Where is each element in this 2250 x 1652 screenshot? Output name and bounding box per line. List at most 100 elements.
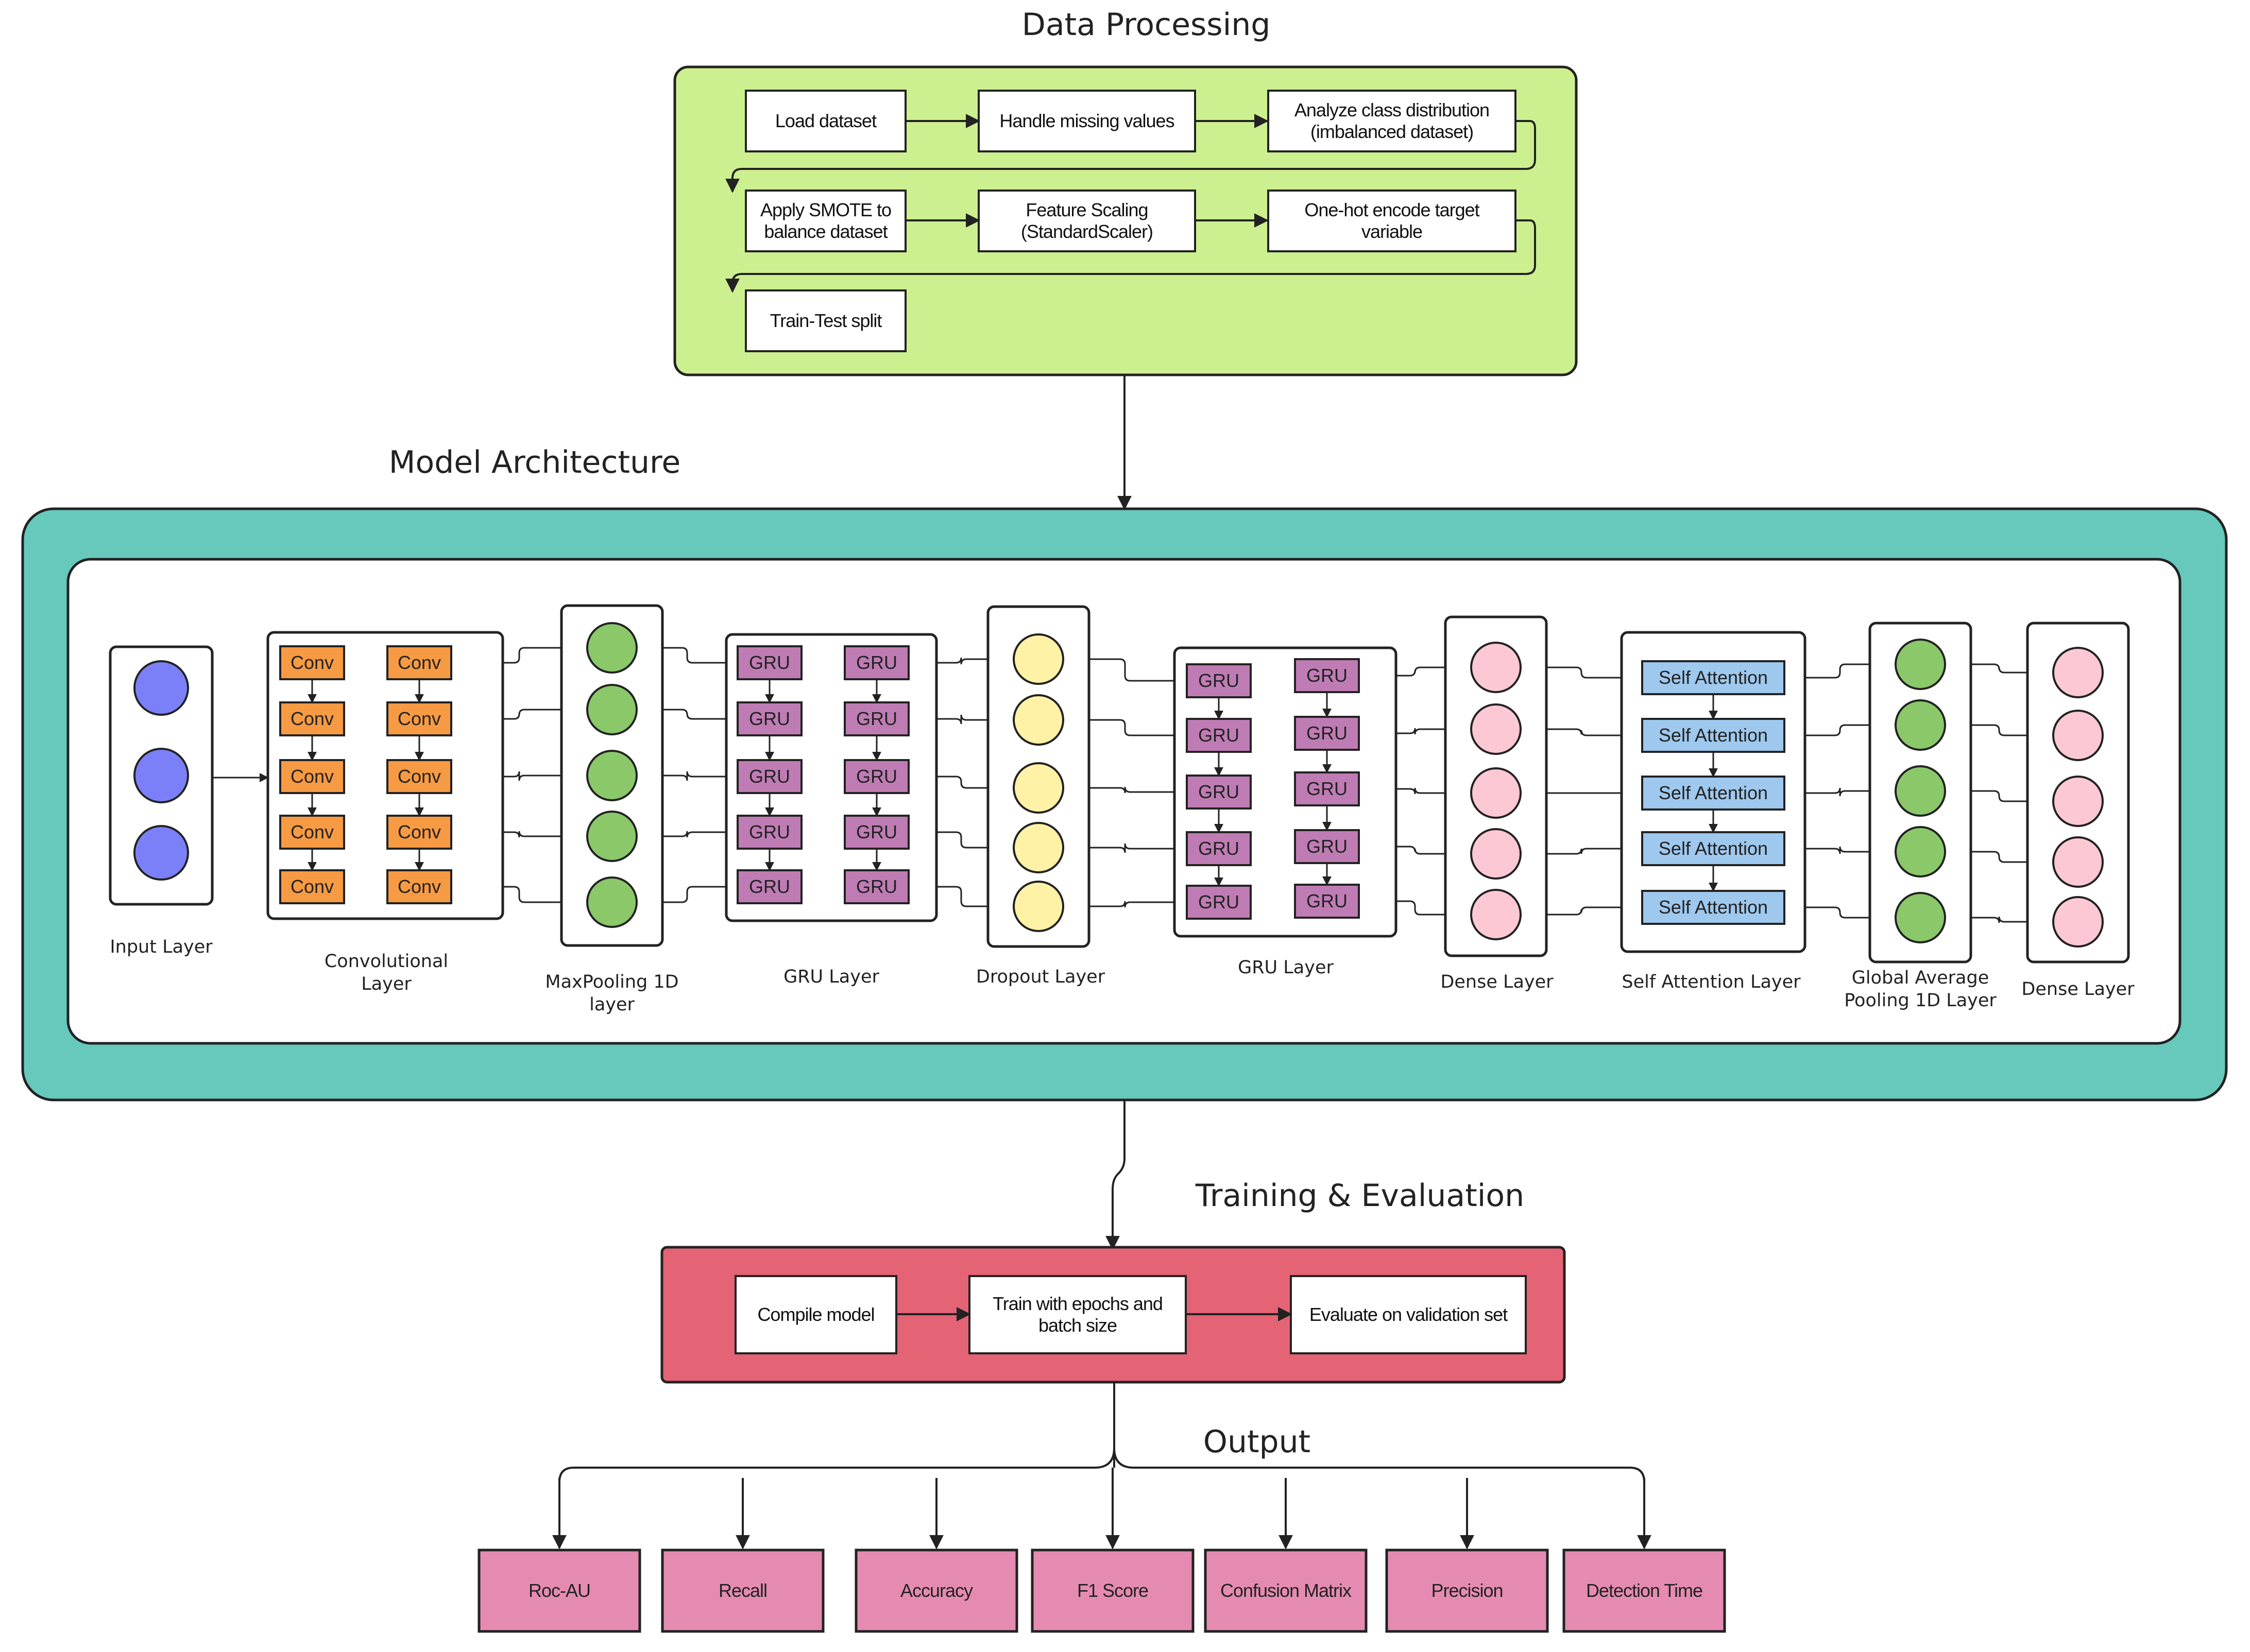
data-step-label: variable — [1361, 221, 1422, 242]
layer-connector — [637, 709, 738, 720]
layers: ConvConvConvConvConvConvConvConvConvConv… — [109, 604, 2130, 963]
dense-node — [2052, 776, 2104, 827]
layer-label-conv: Layer — [361, 974, 412, 994]
dense-node — [2052, 836, 2104, 888]
output-branch-left — [558, 1448, 1115, 1483]
layer-connector — [1521, 906, 1642, 916]
gru-node-label: GRU — [1198, 670, 1239, 691]
output-title: Output — [1203, 1424, 1310, 1460]
conv-node — [386, 701, 452, 736]
gru-node — [1186, 663, 1252, 698]
conv-node — [279, 759, 345, 794]
attention-node — [1641, 831, 1785, 866]
model-architecture-title: Model Architecture — [389, 444, 681, 480]
data-step-label: Analyze class distribution — [1294, 99, 1489, 121]
conv-node — [279, 645, 345, 680]
maxpool-node — [586, 684, 638, 735]
layer-connector — [1784, 787, 1896, 797]
layer-connector — [1063, 658, 1187, 682]
gru-node-label: GRU — [1306, 665, 1348, 686]
layer-label-dense1: Dense Layer — [1440, 972, 1554, 992]
data-step-label: (imbalanced dataset) — [1310, 121, 1473, 142]
layer-connector — [1945, 916, 2053, 923]
gru-node-label: GRU — [1198, 781, 1239, 802]
dense-node — [1470, 642, 1522, 693]
data-step-label: One-hot encode target — [1304, 199, 1479, 220]
input-node — [133, 660, 189, 716]
data-step-label: Apply SMOTE to — [760, 199, 891, 220]
attention-node-label: Self Attention — [1659, 897, 1768, 918]
dense-node — [1470, 767, 1522, 819]
layer-connector — [451, 647, 587, 664]
layer-connector — [909, 657, 1014, 665]
layer-connector — [1063, 901, 1187, 908]
layer-label-conv: Convolutional — [325, 951, 448, 972]
conv-node-label: Conv — [291, 652, 334, 673]
data-step-label: (StandardScaler) — [1021, 221, 1153, 242]
gru-node — [737, 815, 803, 850]
gru-node — [1186, 775, 1252, 810]
conv-node-label: Conv — [398, 876, 441, 897]
gru-node — [1294, 884, 1360, 919]
output-label: Roc-AU — [529, 1580, 590, 1601]
gru-node-label: GRU — [1198, 838, 1239, 859]
gru-node — [1294, 658, 1360, 693]
gru-node — [844, 759, 910, 794]
layer-connector — [1945, 663, 2053, 674]
gru-node — [844, 701, 910, 736]
conv-node-label: Conv — [291, 821, 334, 842]
output-label: Recall — [719, 1580, 767, 1601]
gru-node — [737, 759, 803, 794]
conv-node-label: Conv — [398, 652, 441, 673]
output-box — [855, 1548, 1018, 1633]
layer-connector — [1945, 790, 2053, 802]
conv-node-label: Conv — [291, 876, 334, 897]
gru-node-label: GRU — [1198, 725, 1239, 746]
data-step-label: Handle missing values — [999, 110, 1174, 131]
data-step-box — [745, 90, 907, 152]
gru-node-label: GRU — [749, 876, 790, 897]
dense-node — [2052, 647, 2104, 698]
gru-node-label: GRU — [1306, 836, 1348, 857]
layer-label-gap: Pooling 1D Layer — [1844, 990, 1997, 1011]
layer-label-input: Input Layer — [110, 937, 213, 957]
layer-connector — [1063, 719, 1187, 736]
conv-node-label: Conv — [291, 766, 334, 787]
layer-label-gru2: GRU Layer — [1238, 957, 1334, 978]
gap-node — [1895, 765, 1946, 817]
training-evaluation-title: Training & Evaluation — [1195, 1178, 1524, 1214]
gap-node — [1895, 699, 1946, 751]
output-box — [1562, 1548, 1726, 1633]
training-step-label: Compile model — [757, 1304, 874, 1325]
gru-node-label: GRU — [856, 652, 897, 673]
attention-node — [1641, 890, 1785, 925]
layer-connector — [1359, 666, 1471, 677]
layer-connector — [637, 647, 738, 664]
layer-label-gru1: GRU Layer — [783, 967, 879, 987]
layer-connector — [451, 709, 587, 720]
layer-connector — [1521, 666, 1642, 679]
layer-connector — [1784, 724, 1896, 736]
layer-connector — [909, 886, 1014, 907]
output-label: F1 Score — [1077, 1580, 1148, 1601]
layer-label-maxpool: MaxPooling 1D — [545, 972, 678, 992]
dropout-node — [1013, 762, 1064, 814]
gru-node — [737, 645, 803, 680]
data-processing-connectors — [725, 114, 1536, 293]
dense-node — [2052, 896, 2104, 948]
gru-node-label: GRU — [1306, 890, 1348, 911]
layer-connector — [909, 776, 1014, 789]
gru-node-label: GRU — [749, 766, 790, 787]
layer-label-maxpool: layer — [589, 994, 635, 1015]
layer-connector — [909, 831, 1014, 849]
layer-connector — [1359, 900, 1471, 916]
layer-connector — [1784, 906, 1896, 919]
output-box — [1204, 1548, 1368, 1633]
data-step-box — [978, 190, 1196, 252]
layer-connector — [1784, 663, 1896, 679]
output-branch-right — [1113, 1448, 1645, 1483]
